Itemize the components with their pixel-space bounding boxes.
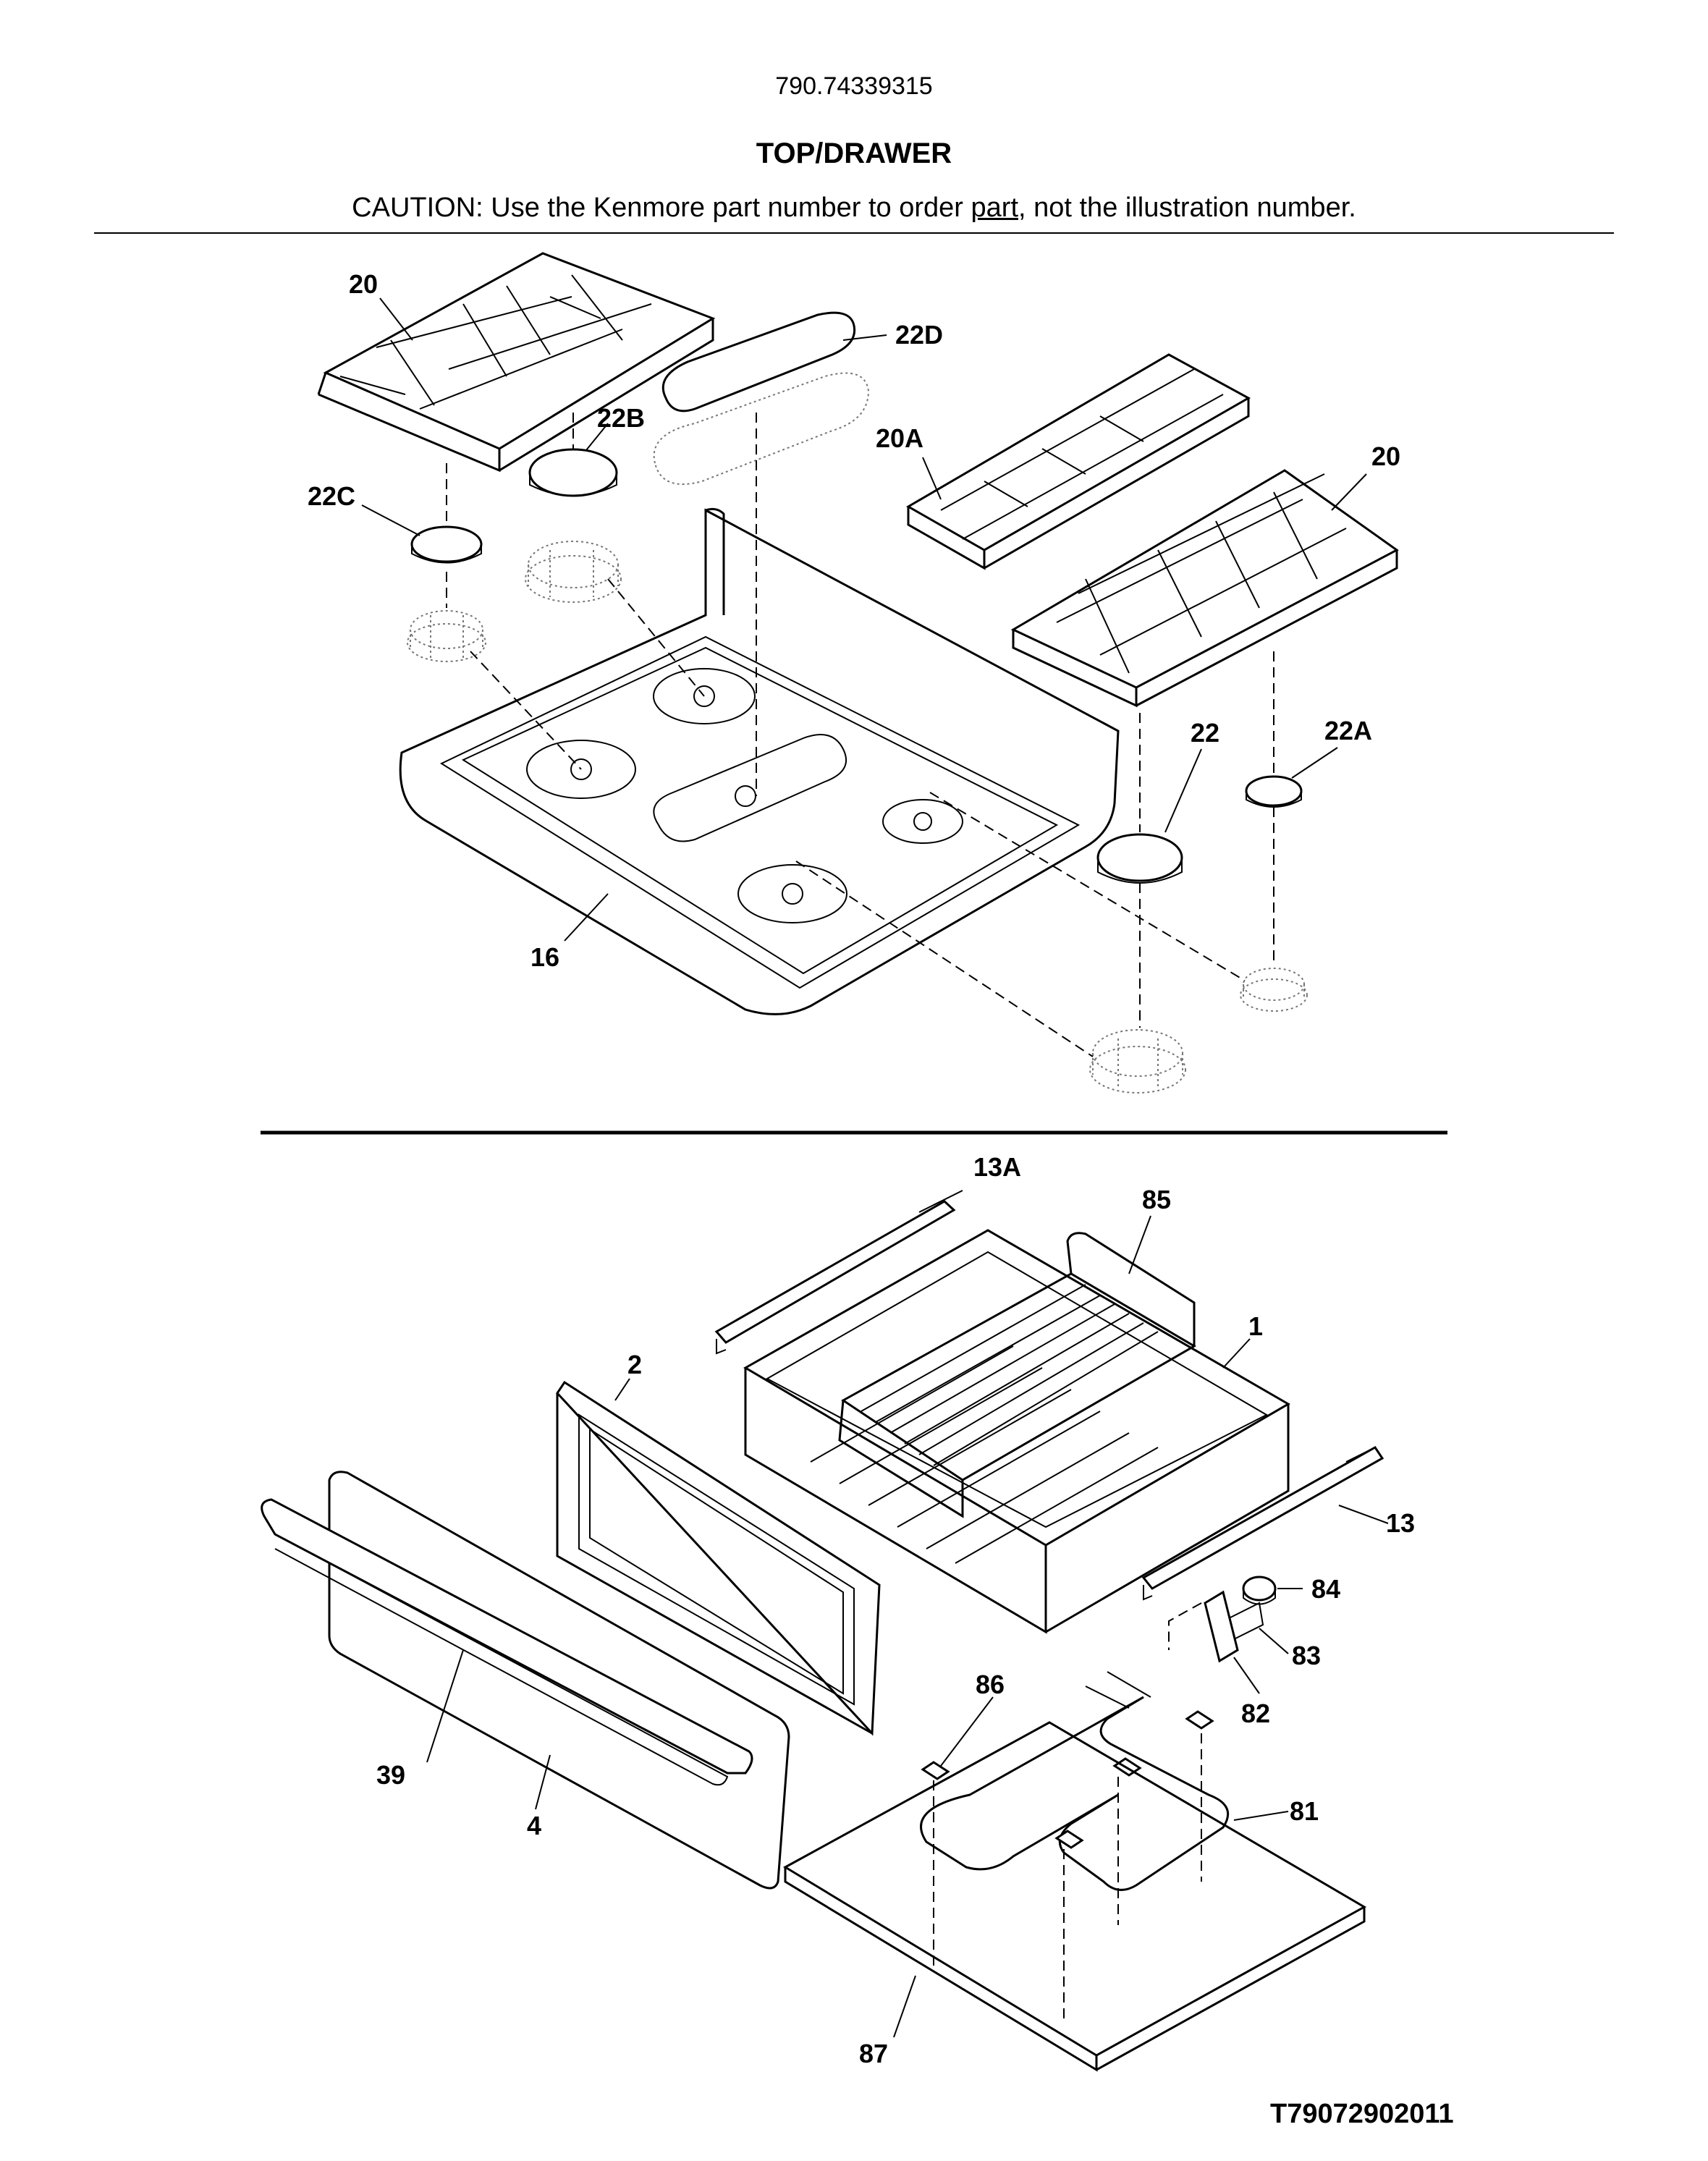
- callout-4: 4: [527, 1811, 541, 1840]
- callout-22B: 22B: [597, 403, 645, 433]
- model-number: 790.74339315: [775, 72, 933, 100]
- callout-84: 84: [1311, 1574, 1340, 1604]
- callout-83: 83: [1292, 1641, 1321, 1670]
- slide-rail-13: [1141, 1446, 1384, 1601]
- callout-13A: 13A: [973, 1152, 1021, 1182]
- cap-22: [1096, 833, 1183, 884]
- grate-right: [1010, 469, 1399, 708]
- cap-22A: [1245, 775, 1303, 808]
- callout-20-right: 20: [1371, 441, 1400, 471]
- slide-rail-13A: [714, 1200, 956, 1355]
- callout-87: 87: [859, 2039, 888, 2068]
- callout-81: 81: [1290, 1796, 1319, 1826]
- caution-note: CAUTION: Use the Kenmore part number to …: [0, 193, 1708, 224]
- figure-id: T79072902011: [1270, 2099, 1454, 2129]
- caution-part-link[interactable]: part: [971, 193, 1018, 223]
- callout-39: 39: [376, 1760, 405, 1790]
- grate-center-20A: [906, 353, 1251, 570]
- page-title: TOP/DRAWER: [756, 138, 952, 169]
- cap-22B: [528, 448, 618, 497]
- drawer-bottom-87: [782, 1721, 1367, 2072]
- callout-20-left: 20: [349, 269, 378, 299]
- caution-prefix: CAUTION: Use the Kenmore part number to …: [352, 193, 971, 223]
- callout-22C: 22C: [308, 481, 355, 511]
- burner-head-22: [1089, 1029, 1186, 1094]
- grate-left: [317, 252, 716, 473]
- drawer-body-1: [743, 1229, 1290, 1634]
- cap-22C: [410, 525, 483, 564]
- callout-16: 16: [530, 942, 559, 972]
- bracket-83: [1204, 1590, 1264, 1663]
- callout-13: 13: [1386, 1508, 1415, 1538]
- drawer-handle-39: [261, 1498, 753, 1786]
- bake-element-81: [920, 1671, 1230, 1891]
- burner-head-22A: [1240, 968, 1308, 1012]
- drawer-panel-2: [556, 1380, 881, 1736]
- oval-cap-22D: [653, 311, 870, 486]
- burner-head-c: [407, 610, 486, 662]
- callout-22D: 22D: [895, 320, 943, 350]
- callout-86: 86: [976, 1670, 1005, 1699]
- drawer-front-4: [328, 1471, 790, 1890]
- callout-85: 85: [1142, 1185, 1171, 1214]
- callout-22A: 22A: [1324, 716, 1372, 745]
- cooktop-16: [399, 507, 1120, 1015]
- caution-suffix: , not the illustration number.: [1018, 193, 1356, 223]
- callout-22: 22: [1191, 718, 1219, 748]
- callout-2: 2: [627, 1350, 642, 1379]
- burner-head-b: [525, 541, 622, 603]
- callout-20A: 20A: [876, 423, 923, 453]
- callout-1: 1: [1248, 1311, 1263, 1341]
- callout-82: 82: [1241, 1699, 1270, 1728]
- sensor-84: [1242, 1576, 1277, 1605]
- wire-rack-85: [838, 1232, 1196, 1518]
